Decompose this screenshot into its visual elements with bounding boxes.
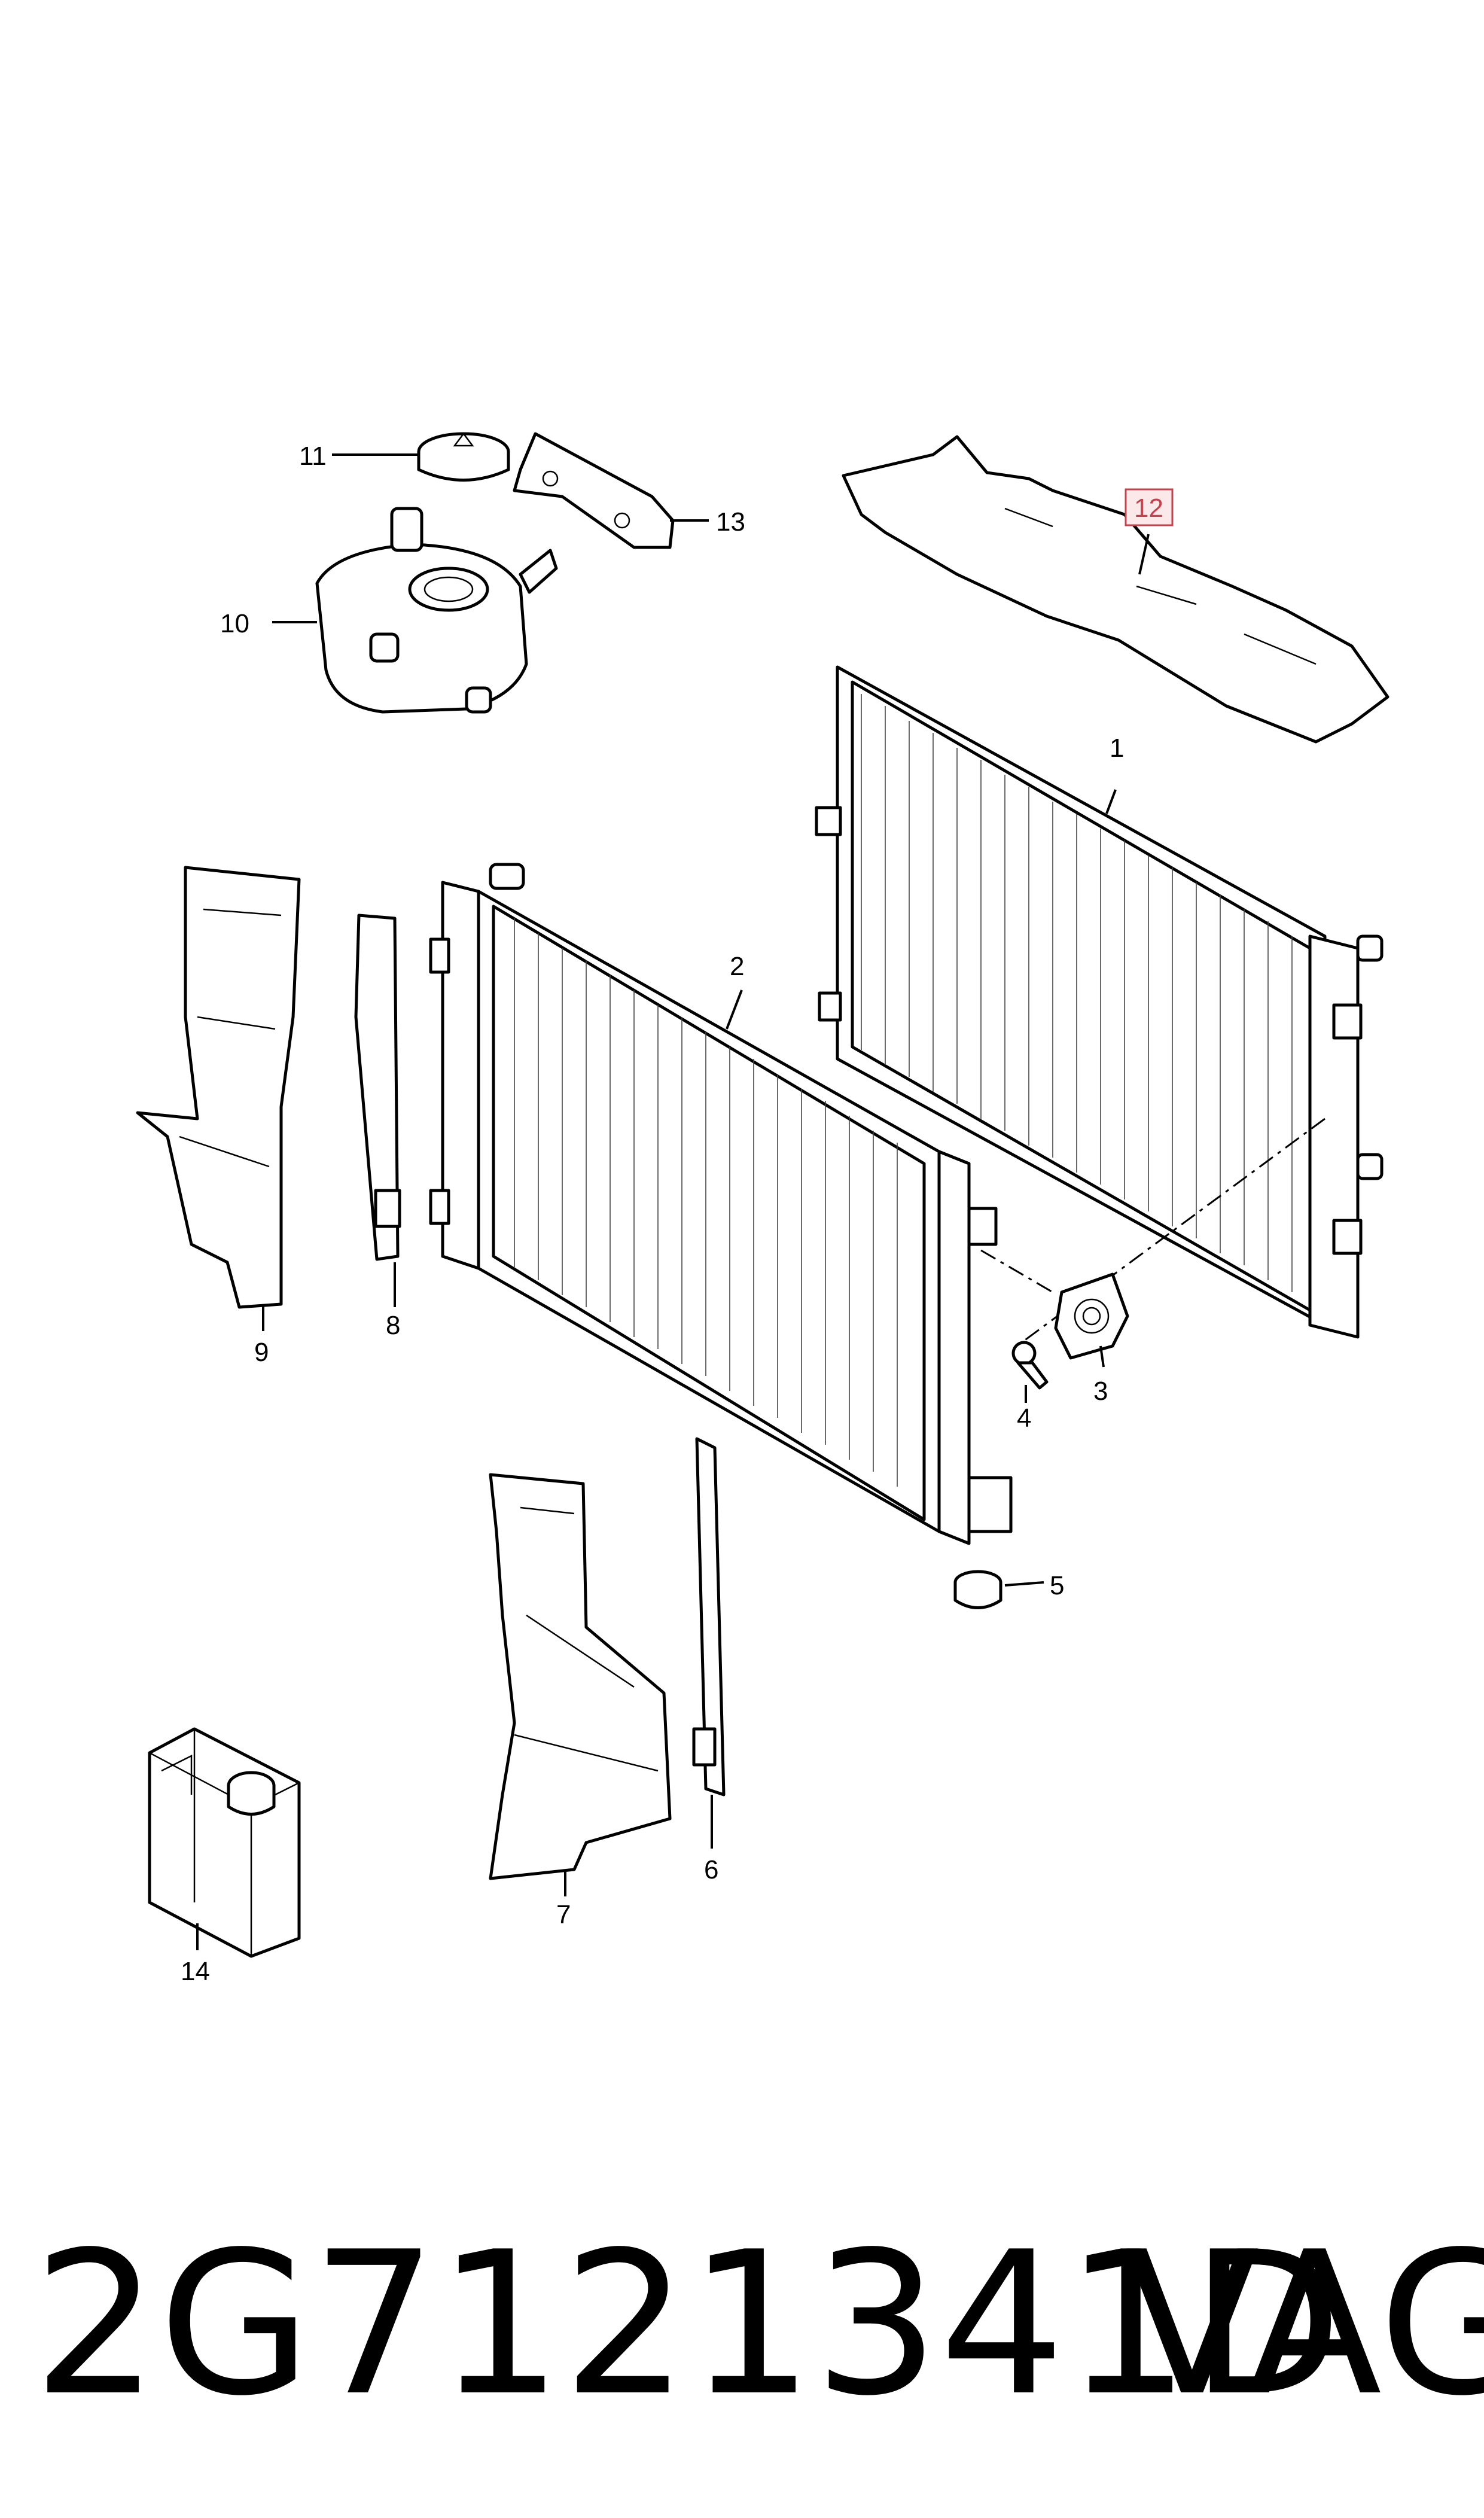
- bolt-part-4: [1011, 1341, 1049, 1390]
- parts-exploded-diagram: 1 2 3 4 5 6 7 8 9 10 11 12 13 14: [136, 432, 1389, 1986]
- callout-7[interactable]: 7: [556, 1900, 571, 1929]
- callout-9[interactable]: 9: [254, 1338, 269, 1367]
- rubber-mount-part-5: [953, 1570, 1002, 1609]
- tank-bracket-part-13: [513, 432, 675, 549]
- radiator-rear-part-1: [815, 665, 1384, 1339]
- callout-5[interactable]: 5: [1050, 1571, 1064, 1600]
- brand-label: VAG: [1125, 2209, 1484, 2439]
- air-duct-part-9: [136, 866, 301, 1309]
- callout-2[interactable]: 2: [730, 952, 744, 981]
- leader-lines: [196, 453, 1150, 1950]
- highlight-box-12: [1125, 488, 1174, 526]
- callout-11[interactable]: 11: [299, 442, 327, 471]
- callout-12[interactable]: 12: [1134, 494, 1163, 523]
- air-guide-strip-part-6: [692, 1437, 726, 1797]
- callout-8[interactable]: 8: [386, 1311, 400, 1340]
- callout-3[interactable]: 3: [1093, 1377, 1108, 1406]
- tank-cap-part-11: [417, 432, 510, 482]
- expansion-tank-part-10: [315, 507, 558, 714]
- air-duct-part-7: [489, 1473, 672, 1880]
- callout-13[interactable]: 13: [716, 507, 745, 537]
- mount-bracket-part-3: [1054, 1272, 1129, 1360]
- coolant-bottle-part-14: [148, 1727, 301, 1958]
- callout-labels: 1 2 3 4 5 6 7 8 9 10 11 12 13 14: [181, 442, 1174, 1986]
- callout-1[interactable]: 1: [1110, 733, 1124, 763]
- callout-4[interactable]: 4: [1017, 1403, 1031, 1433]
- radiator-cover-part-12: [842, 435, 1389, 744]
- part-number-label: 2G7121341D: [33, 2209, 1343, 2439]
- callout-14[interactable]: 14: [181, 1957, 210, 1986]
- air-guide-strip-part-8: [354, 914, 401, 1261]
- callout-10[interactable]: 10: [220, 609, 249, 638]
- callout-6[interactable]: 6: [704, 1855, 718, 1884]
- condenser-part-2: [429, 863, 1013, 1545]
